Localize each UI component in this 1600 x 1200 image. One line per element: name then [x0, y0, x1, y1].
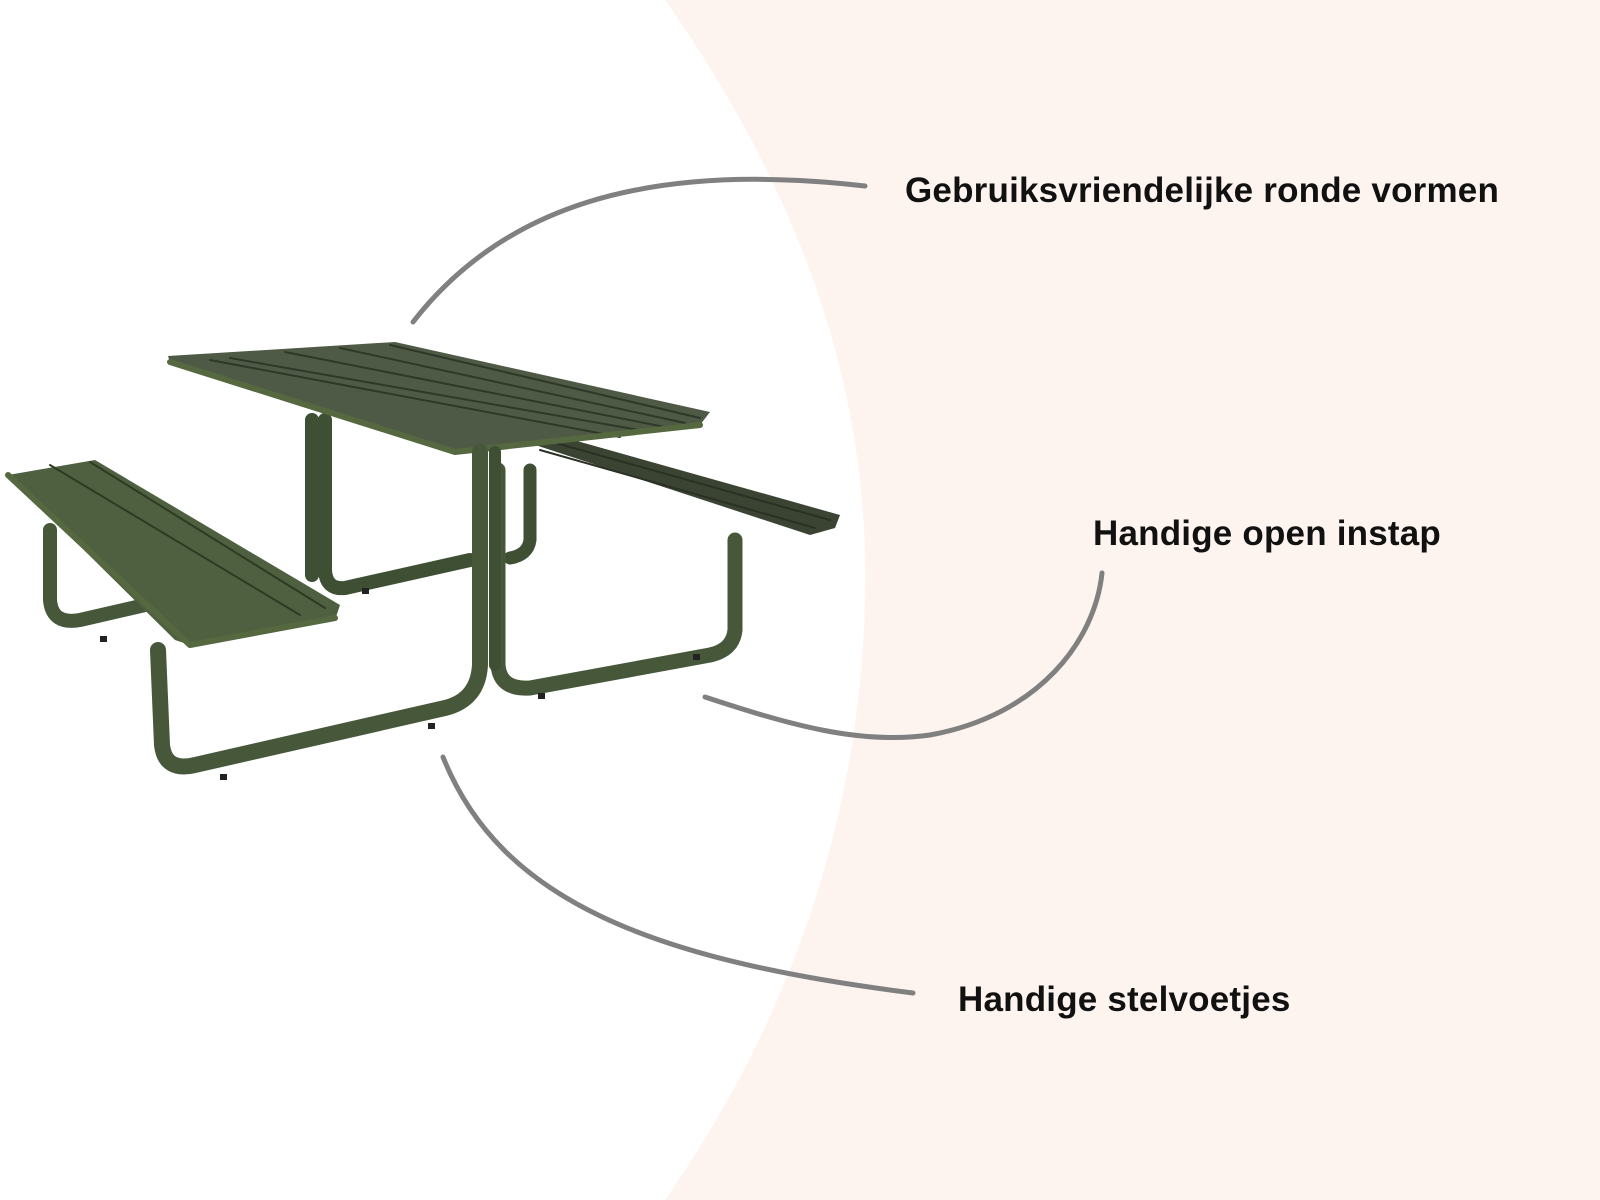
callout-line-adjustable-feet: [440, 754, 916, 996]
picnic-table-image: [5, 342, 840, 780]
background-peach-area: [665, 0, 1600, 1200]
feature-label-open-entry: Handige open instap: [1093, 514, 1441, 553]
feature-label-adjustable-feet: Handige stelvoetjes: [958, 980, 1291, 1019]
callout-line-rounded-shapes: [410, 176, 868, 325]
callout-lines: [410, 176, 1105, 996]
callout-line-open-entry: [702, 570, 1105, 741]
feature-label-rounded-shapes: Gebruiksvriendelijke ronde vormen: [905, 171, 1500, 210]
